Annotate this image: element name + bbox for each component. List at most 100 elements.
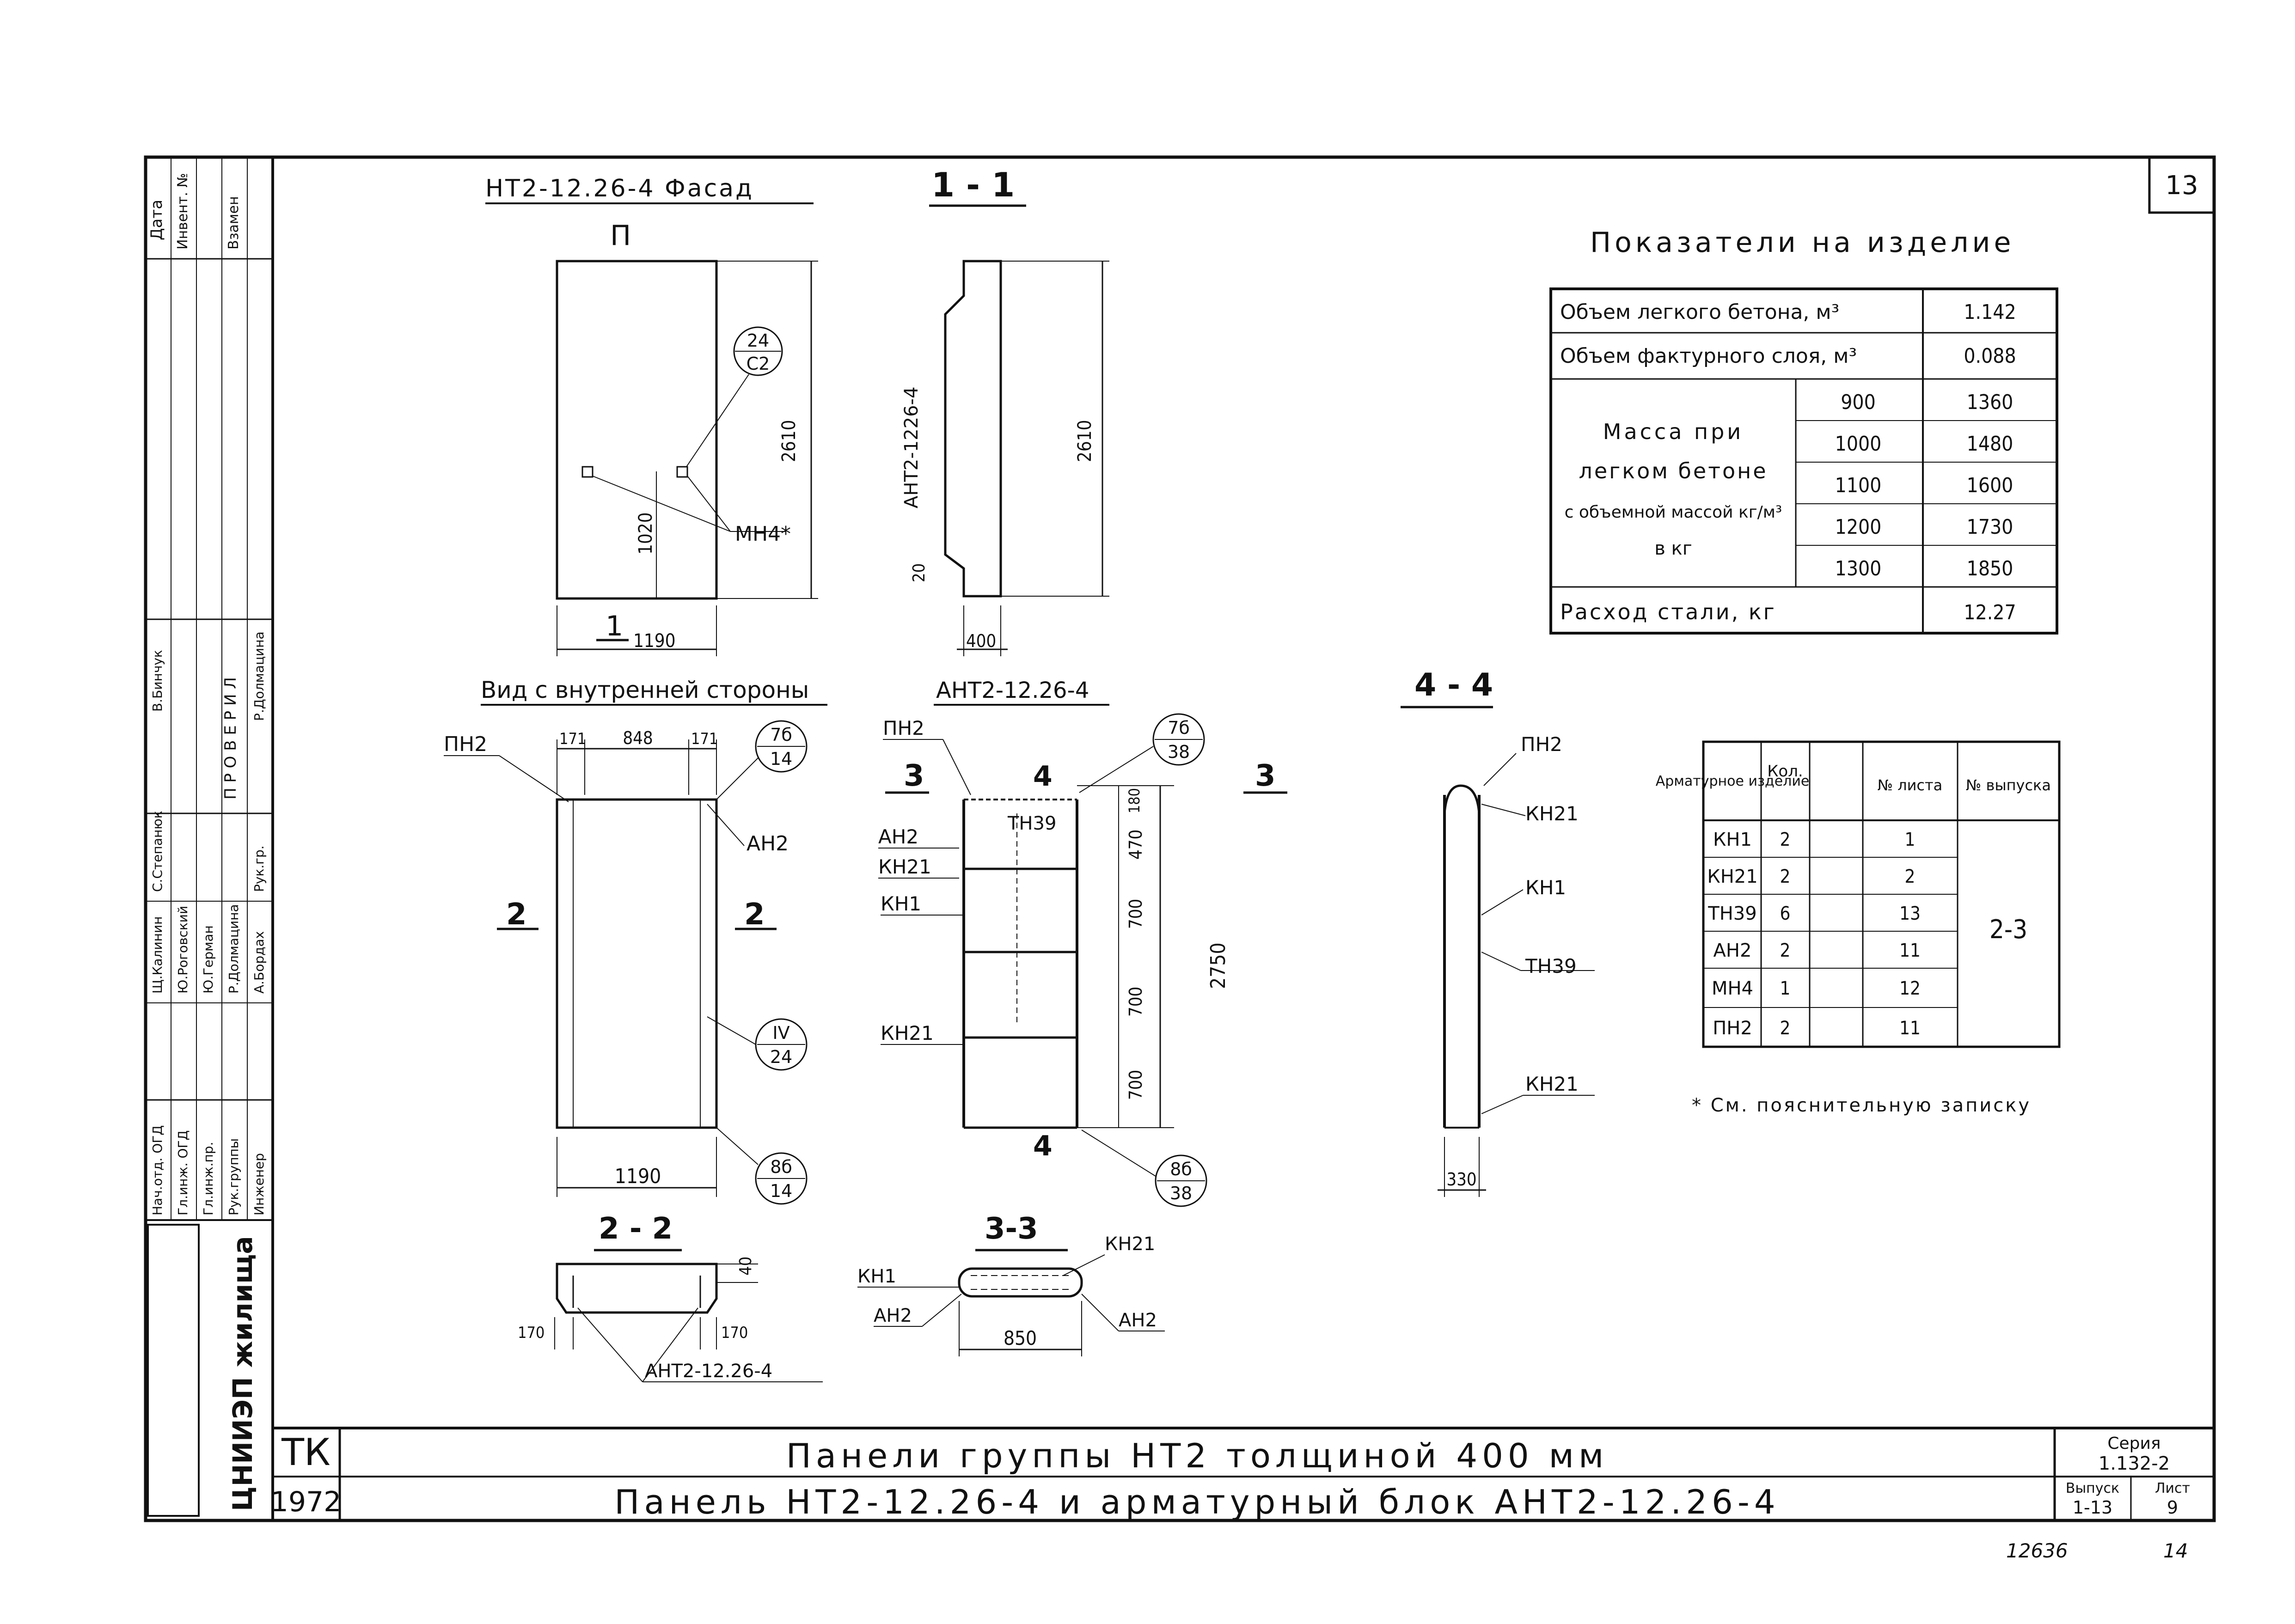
inner-width: 1190 [615,1165,661,1188]
section44-title: 4 - 4 [1414,667,1493,703]
stamp-sheet-value: 9 [2167,1497,2178,1518]
mass-density: 900 [1841,391,1876,414]
callout-76-14 [755,720,808,773]
block-dim-700c: 700 [1126,1070,1146,1100]
stamp-title-line2: Панель НТ2-12.26-4 и арматурный блок АНТ… [614,1483,1780,1521]
facade-dim-1020: 1020 [635,512,656,555]
inner-an2: АН2 [747,832,789,855]
callout-76-14-top: 7б [770,725,792,745]
ind-row-steel: Расход стали, кг [1560,599,1776,624]
section11-profile [944,260,1002,598]
s22-dim40: 40 [736,1257,755,1276]
bottom-left-number: 12636 [2006,1539,2068,1562]
callout-76-38 [1152,713,1205,766]
s44-kn21a: КН21 [1525,802,1579,825]
block-pn2: ПН2 [883,717,924,739]
callout-86-14 [755,1152,808,1205]
section11-vertical: АНТ2-1226-4 [901,387,922,508]
mass-density: 1300 [1835,557,1882,580]
side-checked: П Р О В Е Р И Л [221,677,240,800]
s33-kn1: КН1 [857,1266,896,1287]
mass-value: 1360 [1967,391,2013,414]
rebar-item: МН4 [1712,978,1753,999]
callout-76-38-bot: 38 [1168,742,1190,762]
side-right-role-0: С.Степанюк [150,811,165,892]
ind-mass-rows: 900 1360 1000 1480 1100 1600 1200 1730 1… [1835,391,2013,580]
facade-panel [556,260,718,600]
facade-height: 2610 [778,420,800,462]
rebar-table [1702,740,2061,1048]
s44-kn1: КН1 [1525,876,1566,899]
rebar-qty: 6 [1780,903,1791,924]
s22-label: АНТ2-12.26-4 [645,1361,772,1382]
callout-86-14-top: 8б [770,1157,792,1177]
s33-kn21: КН21 [1105,1233,1155,1255]
block-dim-180: 180 [1126,788,1143,813]
side-name-3: Р.Долмацина [226,904,241,994]
rebar-header-qty: Кол. [1767,762,1803,781]
sheet-number-box [2148,156,2215,214]
facade-callout [733,326,783,376]
rebar-item: ТН39 [1707,903,1756,924]
inner-title: Вид с внутренней стороны [481,677,809,703]
side-name-1: Ю.Роговский [175,906,190,994]
block-tn39: ТН39 [1007,813,1056,834]
mass-value: 1850 [1967,557,2013,580]
callout-86-38 [1155,1154,1207,1207]
side-col-replace: Взамен [226,196,242,250]
rebar-item: АН2 [1714,940,1752,961]
s33-an2b: АН2 [1119,1310,1157,1331]
mass-value: 1730 [1967,515,2013,539]
facade-callout-top: 24 [747,330,769,351]
inner-panel [556,798,718,1129]
section22-title: 2 - 2 [599,1212,673,1246]
ind-mass-label-3: с объемной массой кг/м³ [1565,503,1782,522]
facade-callout-bot: С2 [747,354,770,374]
side-role-2: Гл.инж.пр. [201,1142,216,1215]
mass-density: 1000 [1835,432,1882,456]
rebar-header-item: Арматурное изделие [1656,773,1810,789]
ind-row-light-concrete: Объем легкого бетона, м³ [1560,300,1839,324]
facade-mn4: МН4* [735,522,791,546]
sheet-number: 13 [2165,171,2198,201]
inner-dim-171a: 171 [559,730,586,748]
rebar-rows: КН1 2 1 КН21 2 2 ТН39 6 13 АН2 2 11 МН4 … [1707,829,1921,1039]
stamp-title-line1: Панели группы НТ2 толщиной 400 мм [786,1436,1609,1475]
rebar-qty: 2 [1780,866,1791,887]
callout-86-38-bot: 38 [1170,1183,1192,1203]
inner-dim-171b: 171 [691,730,718,748]
rebar-note: * См. пояснительную записку [1692,1095,2031,1116]
side-role-3: Рук.группы [226,1138,241,1215]
section33-title: 3-3 [985,1212,1038,1246]
side-stamp: Дата Инвент. № Взамен П Р О В Е Р И Л На… [146,157,273,1517]
bottom-right-number: 14 [2163,1539,2188,1562]
rebar-sheet: 11 [1899,940,1921,961]
inner-cut2-right: 2 [744,897,765,932]
indicators-title: Показатели на изделие [1590,226,2014,259]
rebar-item: КН1 [1713,829,1752,850]
block-kn21b: КН21 [881,1022,934,1044]
s44-kn21b: КН21 [1525,1073,1579,1095]
stamp-tk: ТК [281,1431,330,1474]
side-col-inv: Инвент. № [175,173,191,250]
s33-width: 850 [1004,1327,1037,1349]
rebar-sheet: 1 [1905,829,1916,850]
rebar-item: КН21 [1707,866,1757,887]
mass-density: 1100 [1835,474,1882,497]
rebar-sheet: 11 [1899,1018,1921,1039]
side-name-4: А.Бордах [251,931,267,994]
block-cut4-top: 4 [1033,760,1053,793]
stamp-series-value: 1.132-2 [2099,1453,2170,1474]
side-col-date: Дата [147,200,166,240]
inner-pn2: ПН2 [444,733,487,756]
section11-height: 2610 [1074,420,1095,462]
side-right-name-0: В.Бинчук [150,650,165,712]
facade-title: НТ2-12.26-4 Фасад [485,175,754,202]
rebar-sheet: 13 [1899,903,1921,924]
stamp-org: ЦНИИЭП жилища [227,1236,258,1511]
ind-mass-label-4: в кг [1654,538,1692,559]
rebar-qty: 2 [1780,829,1791,850]
s22-dim170a: 170 [518,1324,545,1342]
block-cut3-right: 3 [1255,759,1276,793]
